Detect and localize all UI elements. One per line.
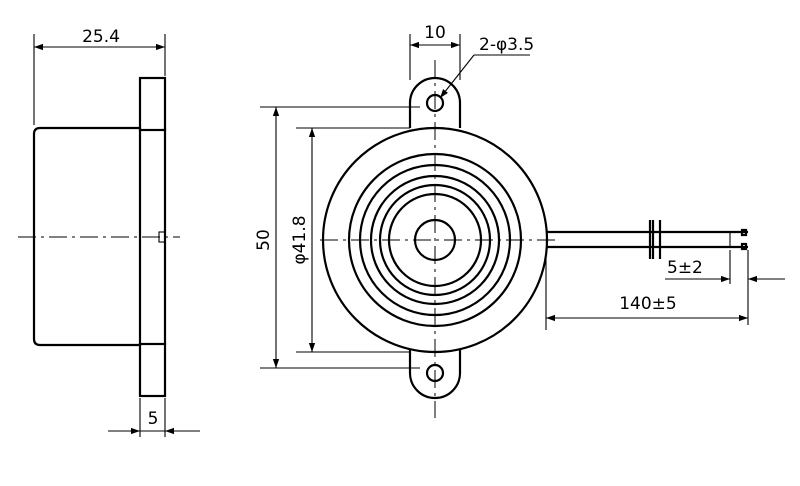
- tab-width-label: 10: [424, 23, 446, 43]
- lower-mounting-tab: [408, 350, 462, 400]
- lead-wires: [546, 220, 748, 259]
- lead-length-label: 140±5: [619, 294, 677, 314]
- width-dimension-label: 25.4: [82, 27, 120, 47]
- front-view: 10 2-φ3.5 50 φ41.8 5±2 140±5: [254, 23, 785, 418]
- side-lower-flange: [138, 342, 167, 398]
- side-view: 25.4 5: [18, 27, 200, 437]
- height-dimension-label: 50: [254, 229, 274, 251]
- holes-label: 2-φ3.5: [479, 35, 534, 55]
- flange-thickness-label: 5: [148, 409, 159, 429]
- upper-mounting-tab: [408, 76, 462, 128]
- diameter-dimension-label: φ41.8: [290, 215, 310, 264]
- side-upper-flange: [138, 76, 167, 132]
- lead-strip-label: 5±2: [667, 258, 703, 278]
- side-body-outline: [32, 126, 142, 347]
